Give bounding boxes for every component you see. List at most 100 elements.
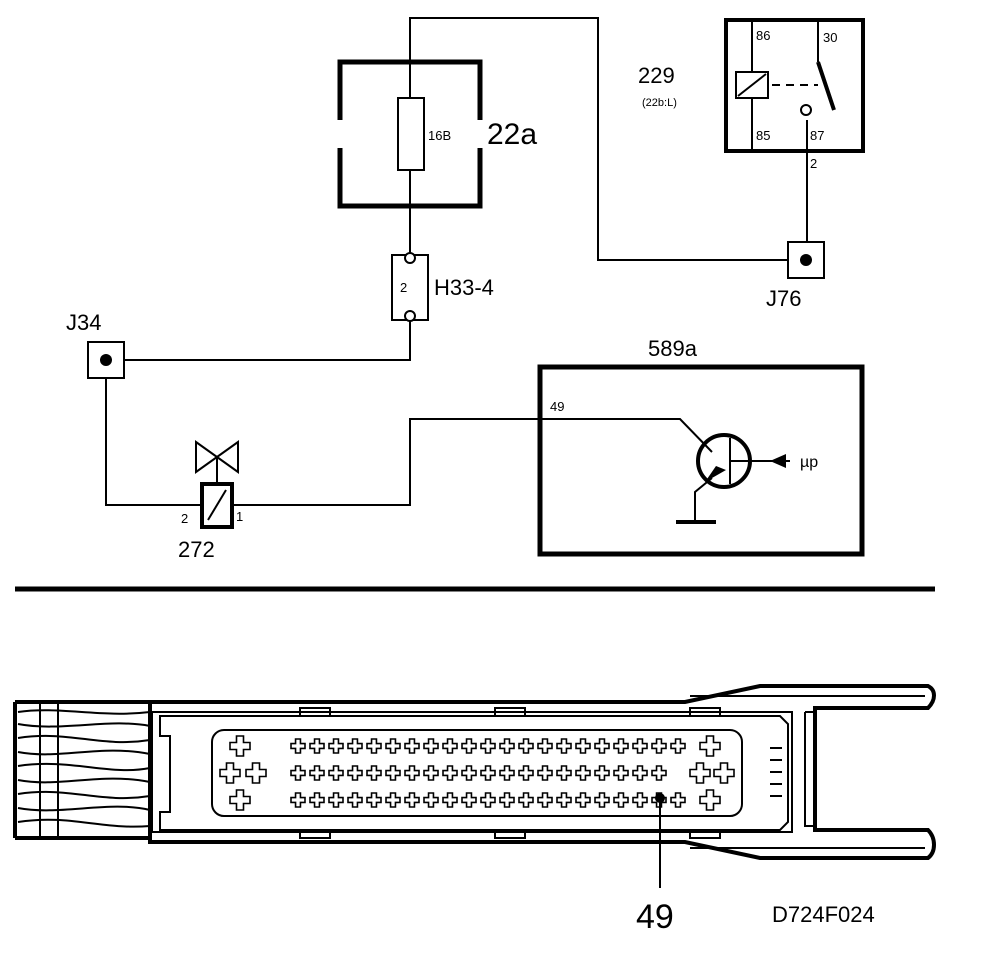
connector-pin <box>575 792 591 808</box>
relay-pin-86: 86 <box>756 28 770 43</box>
wire-fuse-top-to-j76 <box>409 17 790 261</box>
connector-pin <box>575 738 591 754</box>
fuse-box-22a: 16B 22a <box>337 59 537 209</box>
junction-j34: J34 <box>66 310 125 379</box>
connector-pin <box>499 792 515 808</box>
connector-pin <box>499 765 515 781</box>
relay-wire-pin: 2 <box>810 156 817 171</box>
connector-pin <box>499 738 515 754</box>
connector-pin <box>537 738 553 754</box>
junction-j76-label: J76 <box>766 286 801 311</box>
fuse-box-label: 22a <box>487 118 537 151</box>
wires <box>105 17 808 506</box>
connector-pin <box>309 792 325 808</box>
pin-49-callout: 49 <box>636 898 674 936</box>
connector-pin <box>385 792 401 808</box>
junction-j34-dot <box>100 354 112 366</box>
connector-pin <box>613 738 629 754</box>
pin-grid <box>219 735 735 811</box>
connector-pin <box>347 792 363 808</box>
connector-pin <box>347 765 363 781</box>
fuse-label: 16B <box>428 128 451 143</box>
ecu-589a: 589a 49 µp <box>537 336 865 557</box>
connector-pin <box>556 738 572 754</box>
connector-inner-body <box>151 711 793 833</box>
connector-pin <box>442 792 458 808</box>
connector-pin <box>480 765 496 781</box>
cable-outline <box>13 700 150 840</box>
connector-pin <box>594 765 610 781</box>
connector-pin <box>518 738 534 754</box>
relay-sublabel: (22b:L) <box>642 97 677 109</box>
connector-pin <box>556 792 572 808</box>
connector-pin <box>670 738 686 754</box>
ecu-input-arrow-icon <box>770 454 786 468</box>
ecu-signal-label: µp <box>800 454 818 471</box>
connector-pin <box>689 762 711 784</box>
cable-wires <box>17 704 151 836</box>
housing-outline <box>148 684 936 860</box>
relay-pin-87: 87 <box>810 128 824 143</box>
connector-pin <box>537 792 553 808</box>
connector-pin <box>518 792 534 808</box>
connector-pin <box>713 762 735 784</box>
connector-pin <box>613 792 629 808</box>
connector-pin <box>347 738 363 754</box>
figure-code: D724F024 <box>772 902 875 927</box>
connector-pin <box>651 738 667 754</box>
connector-pin <box>537 765 553 781</box>
fuse-element <box>397 97 425 171</box>
relay-switch-blade <box>816 61 836 111</box>
connector-pin <box>480 792 496 808</box>
connector-pin <box>290 792 306 808</box>
connector-pin <box>461 738 477 754</box>
connector-pin <box>670 792 686 808</box>
connector-pin <box>385 765 401 781</box>
connector-pin <box>229 789 251 811</box>
connector-pin <box>613 765 629 781</box>
valve-label: 272 <box>178 537 215 562</box>
valve-bowtie-icon <box>195 440 239 474</box>
connector-face <box>159 715 789 831</box>
relay-label: 229 <box>638 63 675 88</box>
connector-pin <box>366 738 382 754</box>
connector-pin <box>442 765 458 781</box>
fuse-box-outline <box>337 59 483 209</box>
connector-pin <box>290 738 306 754</box>
connector-pin <box>423 792 439 808</box>
pin-field <box>211 729 743 817</box>
connector-pin <box>385 738 401 754</box>
connector-body <box>391 254 429 321</box>
connector-pin <box>442 738 458 754</box>
relay-pin-30: 30 <box>823 30 837 45</box>
connector-pin <box>423 738 439 754</box>
connector-pin <box>480 738 496 754</box>
wire-valve-to-ecu <box>233 418 713 506</box>
connector-pin <box>699 789 721 811</box>
relay-coil-slash <box>737 73 767 97</box>
connector-pin <box>309 738 325 754</box>
valve-272: 2 1 272 <box>178 440 243 562</box>
relay-229: 86 30 85 87 2 229 (22b:L) <box>638 18 865 171</box>
valve-pin-2: 2 <box>181 511 188 526</box>
connector-label: H33-4 <box>434 275 494 300</box>
connector-pin <box>245 762 267 784</box>
ecu-outline <box>537 364 865 557</box>
connector-pin <box>328 792 344 808</box>
connector-pin <box>461 792 477 808</box>
connector-pin <box>309 765 325 781</box>
junction-j34-label: J34 <box>66 310 101 335</box>
connector-pin-label: 2 <box>400 280 407 295</box>
connector-pin <box>404 738 420 754</box>
connector-pin <box>229 735 251 757</box>
junction-j76-dot <box>800 254 812 266</box>
connector-pin <box>556 765 572 781</box>
junction-j76: J76 <box>766 241 825 311</box>
connector-pin-bottom <box>404 310 416 322</box>
connector-pin <box>518 765 534 781</box>
connector-pin <box>699 735 721 757</box>
connector-ribs <box>770 747 782 797</box>
connector-pin <box>404 765 420 781</box>
connector-pin <box>366 765 382 781</box>
valve-solenoid-slash <box>207 489 227 521</box>
